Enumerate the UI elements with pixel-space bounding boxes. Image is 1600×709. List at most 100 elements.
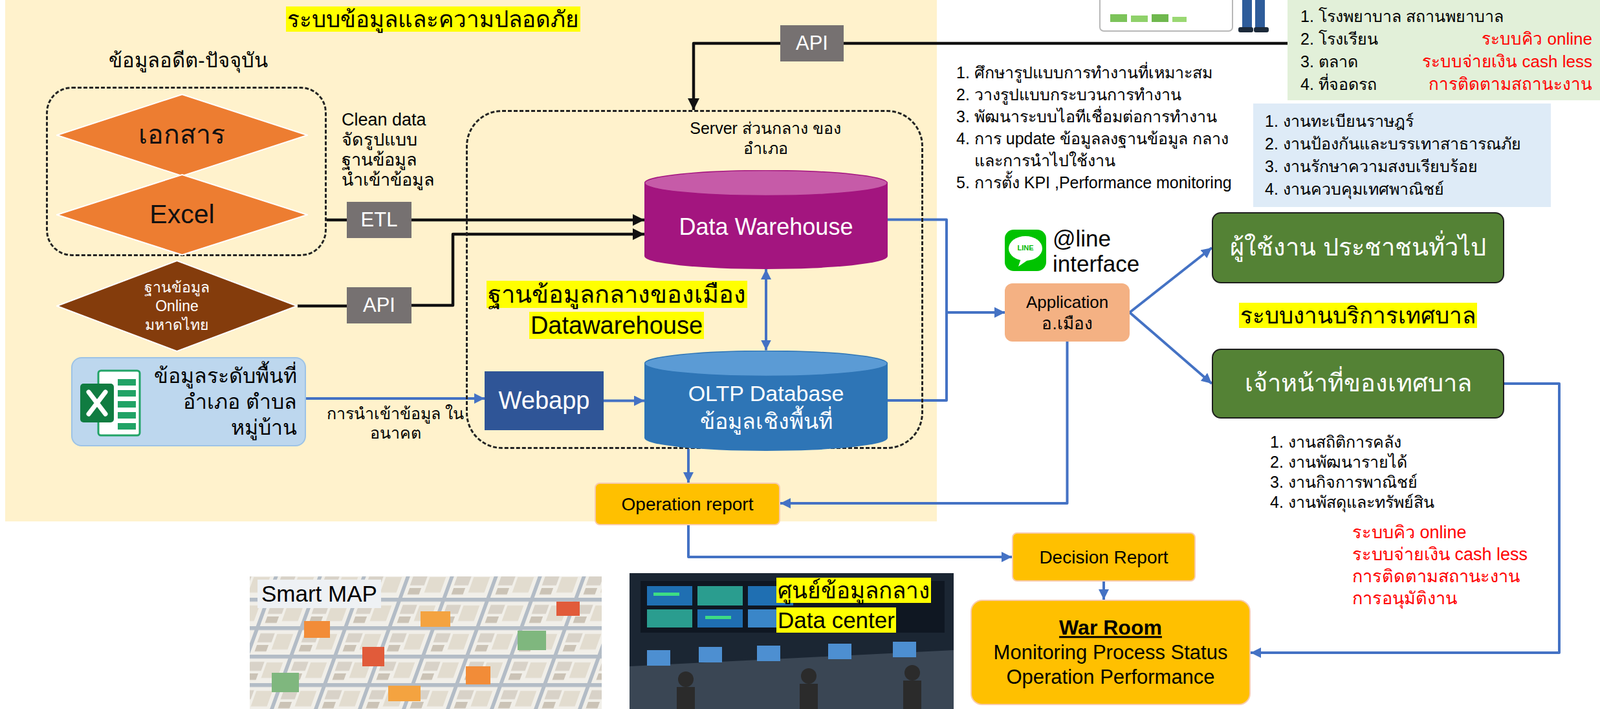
- server-group: Server ส่วนกลาง ของอำเภอ Data WarehouseWe…: [465, 109, 924, 450]
- list-item: ระบบจ่ายเงิน cash less: [1352, 543, 1566, 566]
- icon-cell: [117, 401, 136, 408]
- node-text: 1. โรงพยาบาล สถานพยาบาล: [1300, 5, 1595, 28]
- connector: [297, 304, 347, 308]
- list-item: 4. การ update ข้อมูลลงฐานข้อมูล กลาง และ…: [956, 127, 1235, 172]
- node-text: Decision Report: [1020, 546, 1187, 569]
- diamond-outline: [56, 174, 308, 255]
- connector: [843, 42, 1288, 46]
- line-app-icon: [1004, 229, 1047, 272]
- list-item: 4. งานพัสดุและทรัพย์สิน: [1270, 492, 1478, 513]
- connector: [687, 449, 690, 483]
- node-content: 1. งานทะเบียนราษฎร์2. งานป้องกันและบรรเท…: [1264, 109, 1546, 201]
- connector: [1129, 247, 1212, 313]
- section-panel: ระบบข้อมูลและความปลอดภัยข้อมูลอดีต-ปัจจุ…: [5, 0, 937, 522]
- icon-cell: [117, 412, 136, 419]
- node-text: เจ้าหน้าที่ของเทศบาล: [1220, 368, 1496, 400]
- edge-label: การนำเข้าข้อมูล ในอนาคต: [324, 403, 467, 443]
- data-center-photo: [629, 573, 954, 709]
- list-item: 3. งานกิจการพาณิชย์: [1270, 472, 1478, 493]
- report-box: Decision Report: [1011, 532, 1196, 582]
- node-text: 4. งานควบคุมเทศพาณิชย์: [1264, 177, 1546, 201]
- database-cylinder: OLTP Databaseข้อมูลเชิงพื้นที่: [644, 350, 888, 451]
- list-item: การติดตามสถานะงาน: [1384, 73, 1593, 96]
- label-group: 1. งานสถิติการคลัง2. งานพัฒนารายได้3. งา…: [1270, 432, 1478, 513]
- icon-cell: [117, 390, 136, 397]
- group-outline: ข้อมูลอดีต-ปัจจุบันเอกสารExcel: [45, 86, 327, 257]
- diamond-outline: [56, 94, 308, 176]
- connector: [603, 399, 645, 403]
- node-content: เจ้าหน้าที่ของเทศบาล: [1220, 368, 1496, 400]
- node-text: 1. งานทะเบียนราษฎร์: [1264, 109, 1546, 133]
- list-item: 2. งานพัฒนารายได้: [1270, 452, 1478, 473]
- spreadsheet-icon: [78, 367, 144, 439]
- label-slot: Clean data จัดรูปแบบ ฐานข้อมูล นำเข้าข้อ…: [341, 109, 440, 191]
- node-content: Data Warehouse: [654, 211, 878, 241]
- label-slot: LINE: [1009, 244, 1042, 252]
- list-item: 1. งานสถิติการคลัง: [1270, 432, 1478, 453]
- node-text: ระบบข้อมูลและความปลอดภัย: [285, 6, 581, 32]
- label-slot: ศูนย์ข้อมูลกลาง Data center: [776, 575, 965, 635]
- label-slot: ฐานข้อมูลกลางของเมือง Datawarehouse: [477, 279, 756, 341]
- list-item: การอนุมัติงาน: [1352, 587, 1566, 610]
- label: @line interface: [1052, 226, 1166, 277]
- process-box: API: [346, 287, 412, 324]
- process-box: Webapp: [484, 371, 604, 431]
- node-content: API: [788, 31, 836, 57]
- node-text: ETL: [354, 207, 404, 233]
- label: ฐานข้อมูลกลางของเมือง Datawarehouse: [486, 280, 748, 340]
- node-content: Webapp: [492, 385, 596, 417]
- service-box: เจ้าหน้าที่ของเทศบาล: [1211, 348, 1505, 419]
- node-text: ฐานข้อมูล Online มหาดไทย: [122, 278, 232, 334]
- node-text: Server ส่วนกลาง ของอำเภอ: [681, 118, 850, 160]
- label-slot: @line interface: [1052, 226, 1166, 277]
- node-content: ข้อมูลระดับพื้นที่ อำเภอ ตำบล หมู่บ้าน: [150, 362, 297, 441]
- node-text: ผู้ใช้งาน ประชาชนทั่วไป: [1220, 232, 1496, 264]
- node-text: 2. งานป้องกันและบรรเทาสาธารณภัย: [1264, 132, 1546, 156]
- node-text: OLTP Database: [654, 379, 878, 408]
- node-content: Operation report: [603, 493, 772, 516]
- node-content: ฐานข้อมูล Online มหาดไทย: [122, 278, 232, 334]
- node-text: Excel: [104, 197, 261, 231]
- label-slot: Smart MAP: [257, 579, 382, 609]
- application-box: Application อ.เมือง: [1004, 283, 1130, 342]
- connector: [306, 397, 485, 400]
- label: ศูนย์ข้อมูลกลาง Data center: [776, 577, 932, 633]
- list-item: ระบบจ่ายเงิน cash less: [1384, 50, 1593, 74]
- node-text: API: [788, 31, 836, 57]
- node-text: Data Warehouse: [654, 211, 878, 241]
- node-text: ข้อมูลระดับพื้นที่ อำเภอ ตำบล หมู่บ้าน: [150, 362, 297, 441]
- node-content: เอกสาร: [104, 118, 261, 152]
- connector: [688, 525, 1012, 558]
- node-text: War Room: [979, 614, 1242, 641]
- tablet-person-illustration: [1099, 0, 1269, 33]
- icon-cross: [88, 392, 106, 415]
- label-group: 1. ศึกษารูปแบบการทำงานที่เหมาะสม2. วางรู…: [956, 61, 1235, 194]
- cylinder-top: [645, 350, 888, 376]
- list-item: 2. วางรูปแบบกระบวนการทำงาน: [956, 83, 1235, 106]
- data-diamond: ฐานข้อมูล Online มหาดไทย: [56, 260, 298, 352]
- label: LINE: [1009, 244, 1042, 252]
- section-panel-fill: [5, 0, 937, 522]
- data-diamond: Excel: [56, 174, 308, 256]
- connector: [887, 312, 1005, 401]
- node-content: War RoomMonitoring Process Status Operat…: [979, 614, 1242, 691]
- node-text: 3. งานรักษาความสงบเรียบร้อย: [1264, 155, 1546, 178]
- connector: [693, 43, 781, 110]
- connector: [887, 219, 1005, 314]
- label-group: ระบบคิว onlineระบบจ่ายเงิน cash lessการต…: [1352, 521, 1566, 610]
- node-content: Application อ.เมือง: [1012, 291, 1122, 334]
- icon-badge: [80, 383, 114, 423]
- data-diamond: เอกสาร: [56, 93, 308, 177]
- node-text: ข้อมูลอดีต-ปัจจุบัน: [47, 48, 329, 74]
- node-content: ผู้ใช้งาน ประชาชนทั่วไป: [1220, 232, 1496, 264]
- label-slot: ระบบงานบริการเทศบาล: [1211, 301, 1505, 330]
- label: Smart MAP: [257, 579, 382, 609]
- node-text: API: [354, 293, 404, 319]
- node-text: Operation report: [603, 493, 772, 516]
- text-slot: ระบบข้อมูลและความปลอดภัย: [285, 5, 701, 34]
- label: Clean data จัดรูปแบบ ฐานข้อมูล นำเข้าข้อ…: [341, 109, 440, 191]
- connector: [764, 269, 768, 351]
- node-content: OLTP Databaseข้อมูลเชิงพื้นที่: [654, 379, 878, 435]
- smart-map-picture: [249, 576, 602, 709]
